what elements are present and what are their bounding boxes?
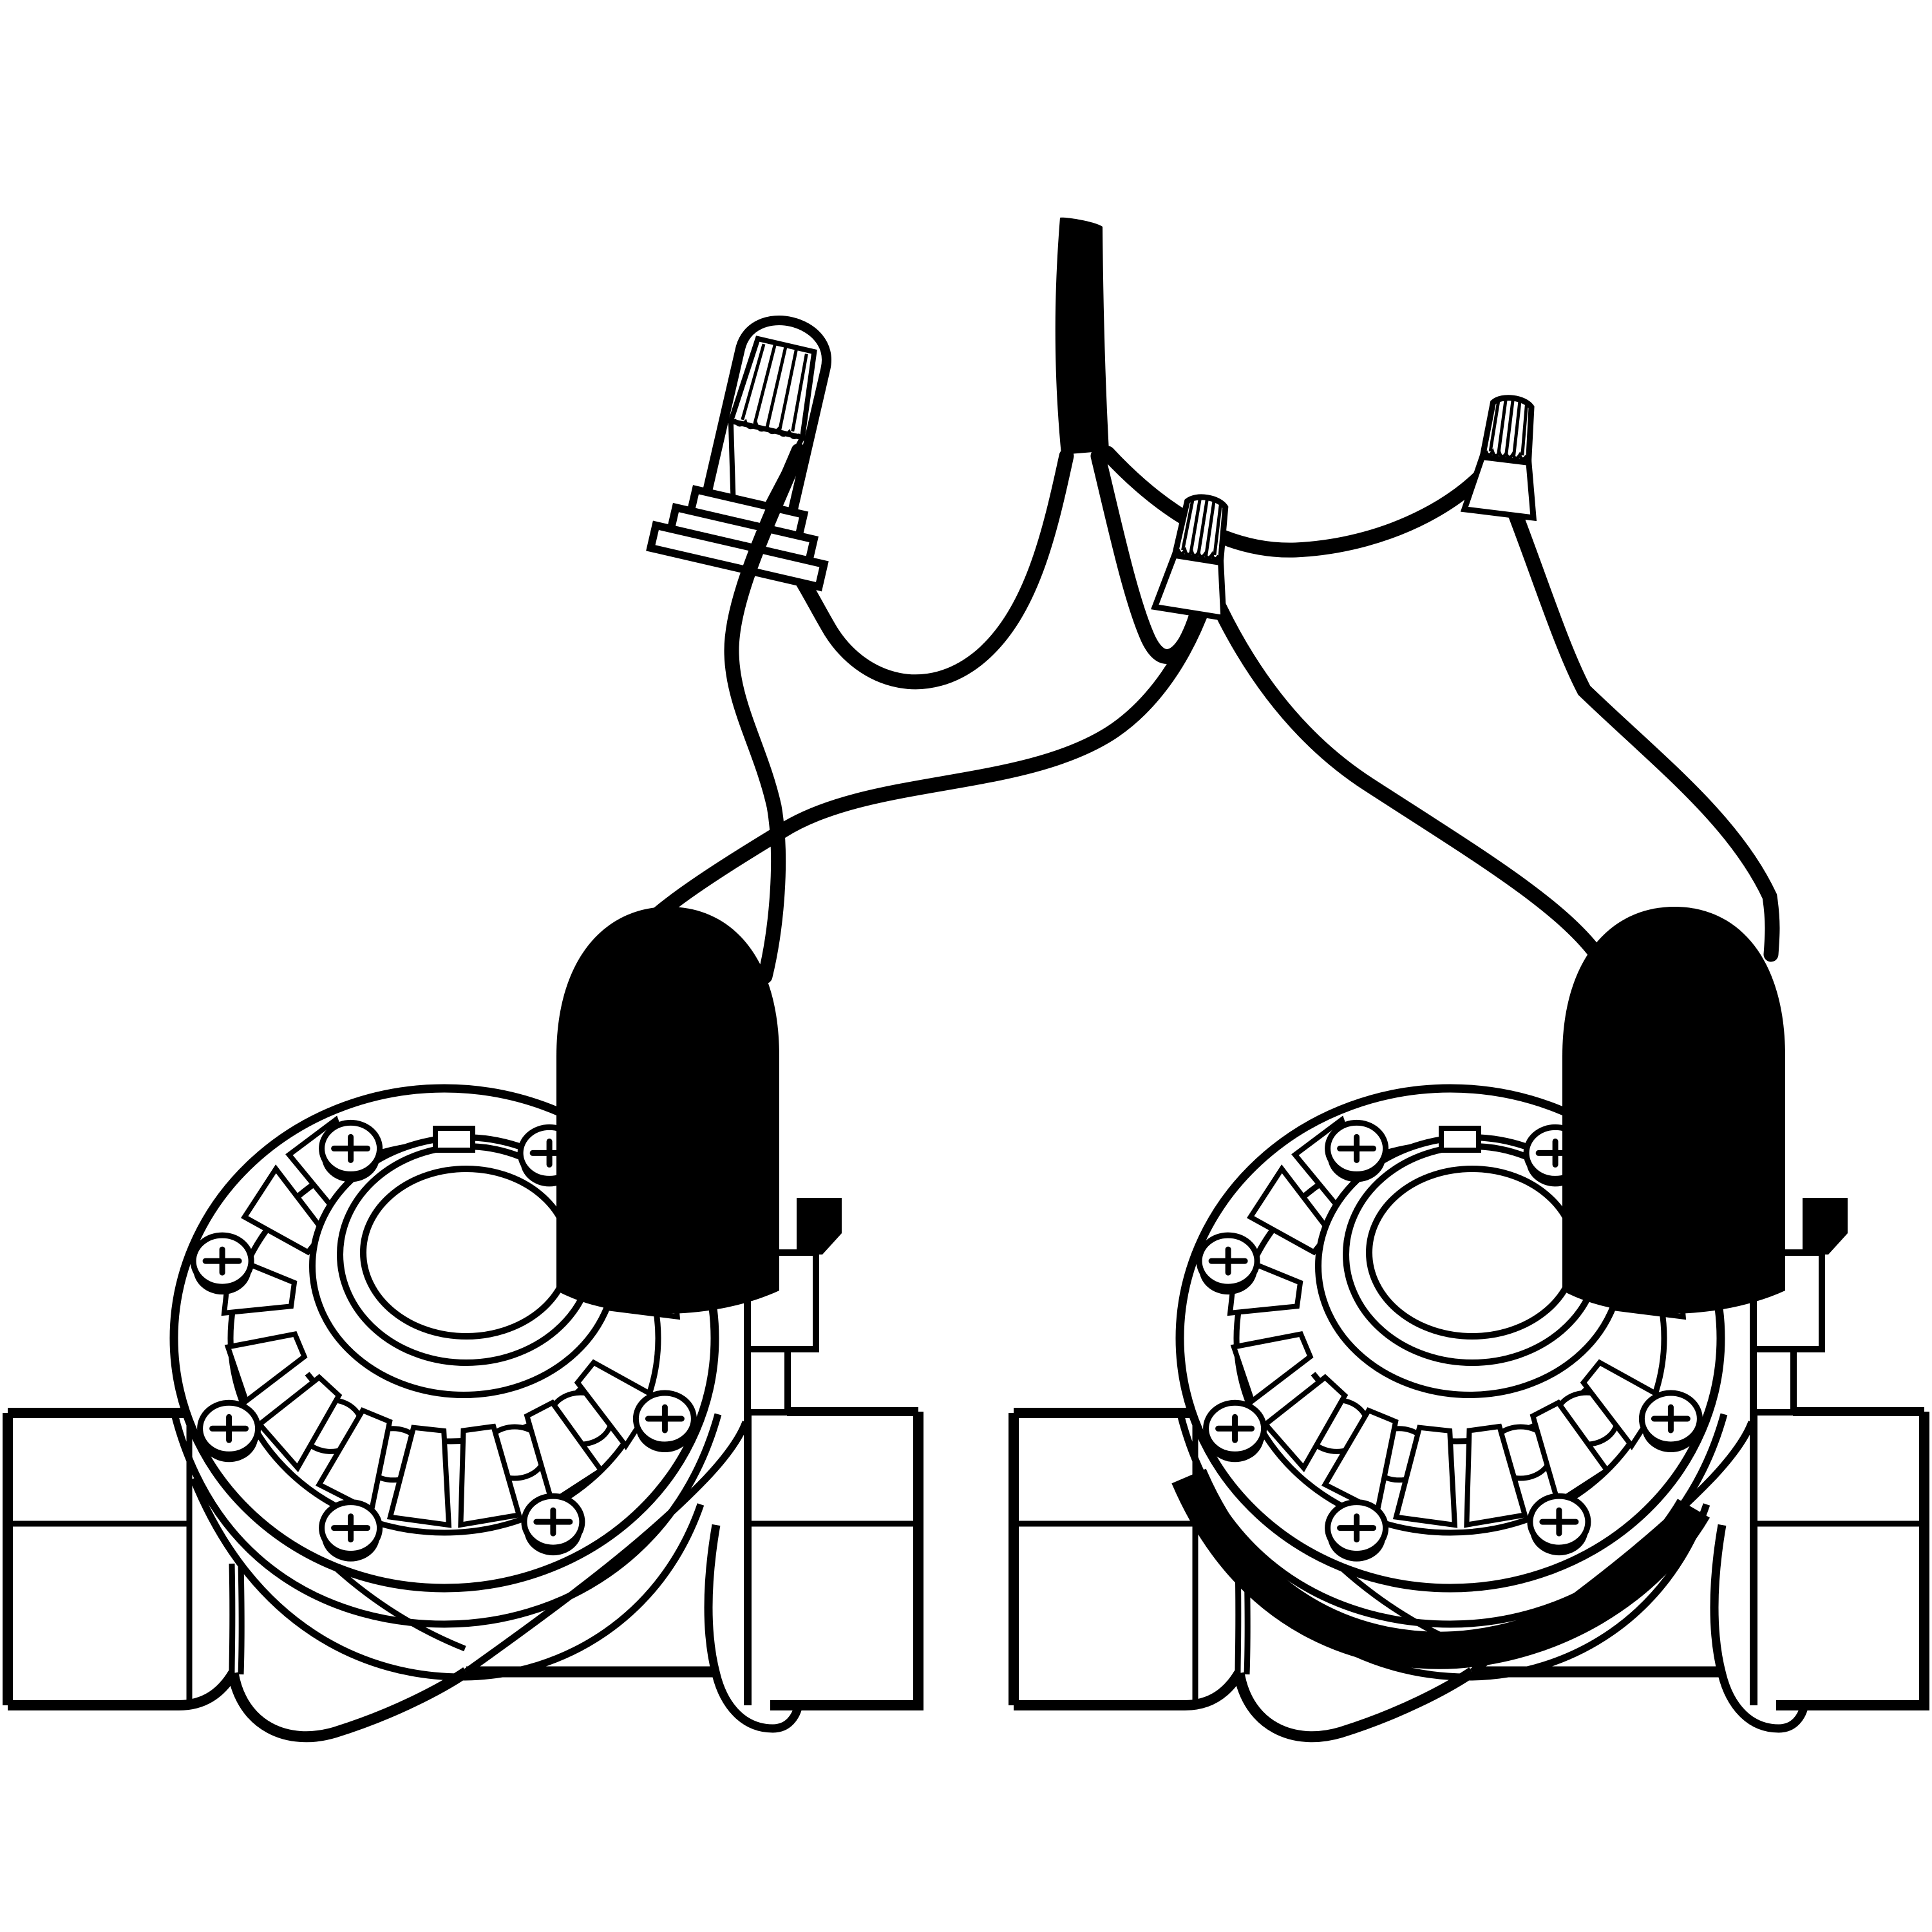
indicator-bulb (646, 316, 831, 592)
wire-cable-to-center-nut (1090, 448, 1208, 664)
wire-center-nut-to-right-solenoid (1211, 598, 1607, 965)
wire-bulb-to-left-solenoid (724, 443, 806, 984)
wire-cable-to-bulb (788, 448, 1074, 690)
controller-cable (1055, 217, 1109, 455)
bulb-base-step-3 (646, 520, 829, 592)
wiring (612, 438, 1780, 965)
wire-center-nut-to-left-solenoid (612, 596, 1212, 961)
wire-cable-to-right-nut (1100, 438, 1512, 558)
valve-right-seal-band (1171, 1468, 1710, 1669)
wire-right-nut-to-right-solenoid (1505, 500, 1780, 962)
